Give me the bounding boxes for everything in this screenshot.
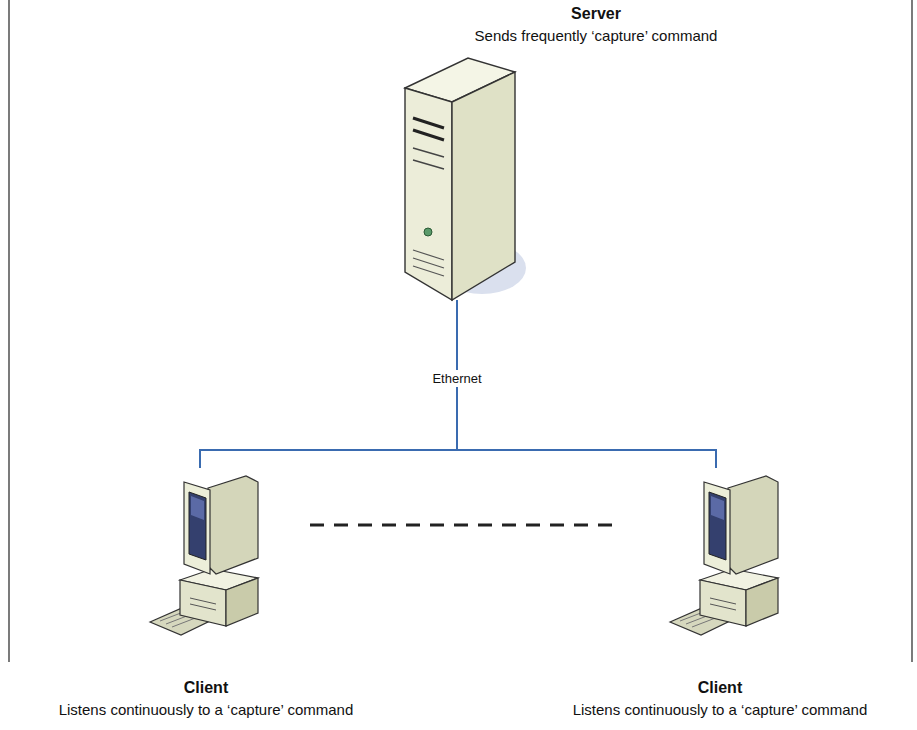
node-description: Listens continuously to a ‘capture’ comm…: [59, 701, 354, 720]
client-node: ClientListens continuously to a ‘capture…: [6, 468, 406, 720]
link-label: Ethernet: [429, 370, 484, 387]
server-illustration: [405, 58, 526, 300]
node-description: Sends frequently ‘capture’ command: [475, 27, 718, 46]
node-title: Client: [698, 678, 742, 698]
client-illustration: [150, 476, 258, 635]
client-illustration: [670, 476, 778, 635]
ellipsis-line: [310, 524, 612, 527]
ethernet-link: [200, 300, 457, 468]
server-node: ServerSends frequently ‘capture’ command: [400, 4, 792, 300]
ethernet-link: [457, 300, 716, 468]
client-node: ClientListens continuously to a ‘capture…: [528, 468, 912, 720]
node-title: Server: [571, 4, 621, 24]
node-description: Listens continuously to a ‘capture’ comm…: [573, 701, 868, 720]
node-title: Client: [184, 678, 228, 698]
